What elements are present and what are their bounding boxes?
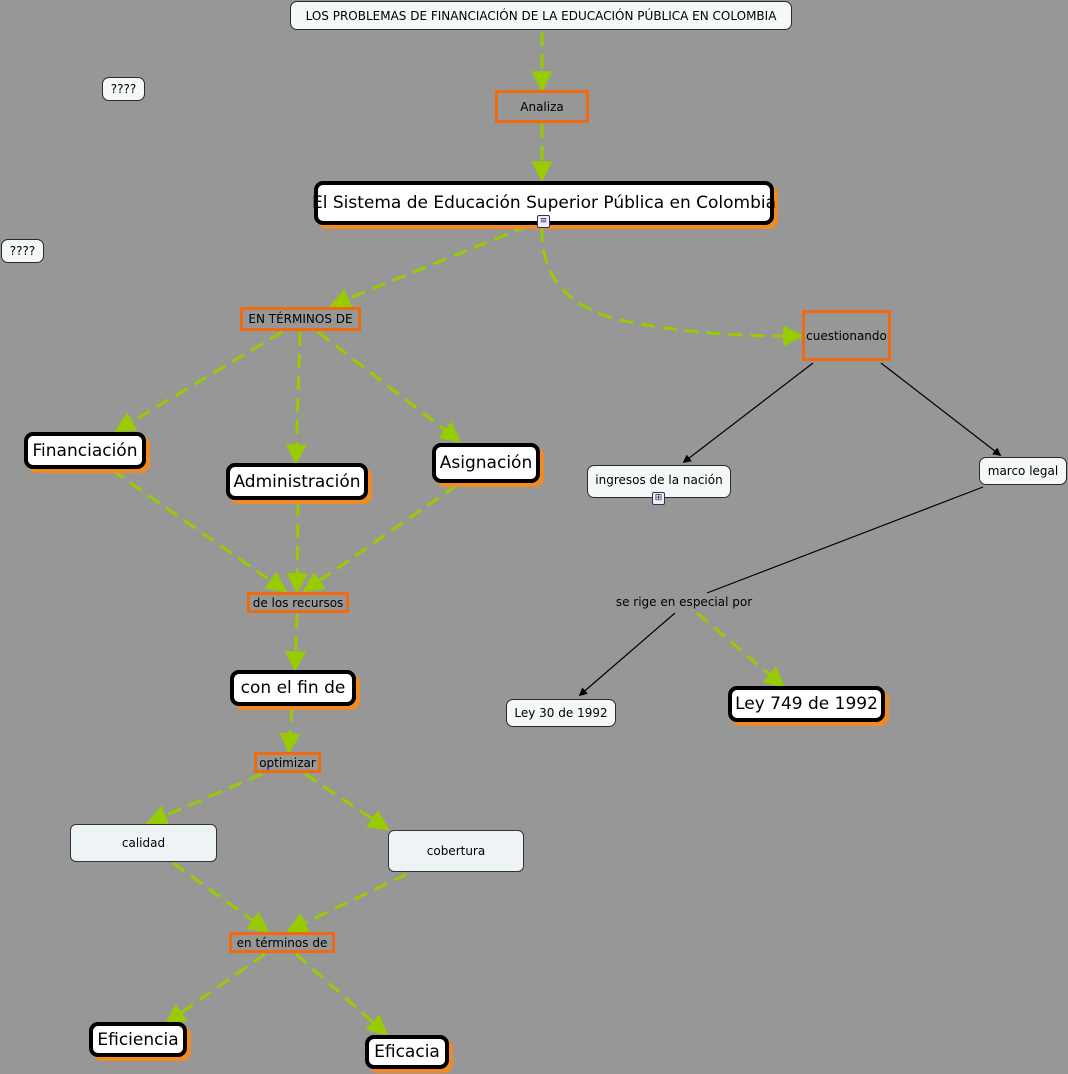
edge-cuestionando-ingresos — [682, 362, 814, 464]
cobertura-concept[interactable]: cobertura — [388, 830, 524, 872]
edge-asignacion-recursos — [302, 483, 458, 593]
edge-serige-ley30 — [578, 612, 676, 697]
asignacion-concept[interactable]: Asignación — [432, 443, 540, 483]
edge-optimizar-calidad — [146, 772, 263, 826]
edge-optimizar-cobertura — [304, 772, 390, 831]
financiacion-concept[interactable]: Financiación — [24, 432, 146, 469]
edge-calidad-enterminos — [172, 861, 270, 933]
linking-phrase-optimizar[interactable]: optimizar — [254, 752, 321, 773]
linking-phrase-de-los-recursos[interactable]: de los recursos — [247, 592, 349, 613]
edge-enterminos-eficiencia — [164, 952, 266, 1025]
edge-cuestionando-marco — [880, 362, 1002, 457]
unknown-concept-2[interactable]: ???? — [1, 239, 44, 263]
eficiencia-concept[interactable]: Eficiencia — [89, 1022, 187, 1057]
edge-recursos-confin — [285, 613, 307, 673]
document-icon[interactable]: ≡ — [537, 215, 550, 228]
edge-enterminos-eficacia — [295, 952, 389, 1036]
edge-enterminos-asignacion — [317, 330, 462, 443]
linking-phrase-cuestionando[interactable]: cuestionando — [802, 310, 891, 361]
calidad-concept[interactable]: calidad — [70, 824, 217, 862]
unknown-concept-1[interactable]: ???? — [102, 77, 145, 101]
ley30-concept[interactable]: Ley 30 de 1992 — [506, 699, 616, 727]
administracion-concept[interactable]: Administración — [226, 463, 368, 500]
edge-sistema-enterminos — [329, 224, 529, 309]
linking-phrase-en-terminos-de-upper[interactable]: EN TÉRMINOS DE — [240, 307, 361, 331]
linking-phrase-en-terminos-de-lower[interactable]: en términos de — [229, 932, 335, 953]
edge-sistema-cuestionando — [540, 227, 805, 347]
edge-enterminos-financiacion — [114, 330, 283, 433]
edge-confin-optimizar — [279, 707, 301, 755]
map-title-concept[interactable]: LOS PROBLEMAS DE FINANCIACIÓN DE LA EDUC… — [290, 1, 792, 30]
edge-serige-ley749 — [696, 611, 786, 688]
con-el-fin-de-concept[interactable]: con el fin de — [230, 670, 356, 706]
marco-legal-concept[interactable]: marco legal — [979, 457, 1067, 485]
ley749-concept[interactable]: Ley 749 de 1992 — [728, 686, 885, 722]
concept-map-icon[interactable]: ⊞ — [652, 492, 665, 505]
linking-phrase-analiza[interactable]: Analiza — [495, 90, 589, 123]
eficacia-concept[interactable]: Eficacia — [365, 1035, 449, 1069]
edge-marco-serige — [706, 486, 984, 594]
edge-administracion-recursos — [286, 501, 308, 595]
linking-phrase-se-rige[interactable]: se rige en especial por — [615, 595, 753, 609]
edge-enterminos-administracion — [286, 331, 308, 466]
edge-cobertura-enterminos — [286, 872, 408, 933]
edge-financiacion-recursos — [111, 468, 288, 593]
